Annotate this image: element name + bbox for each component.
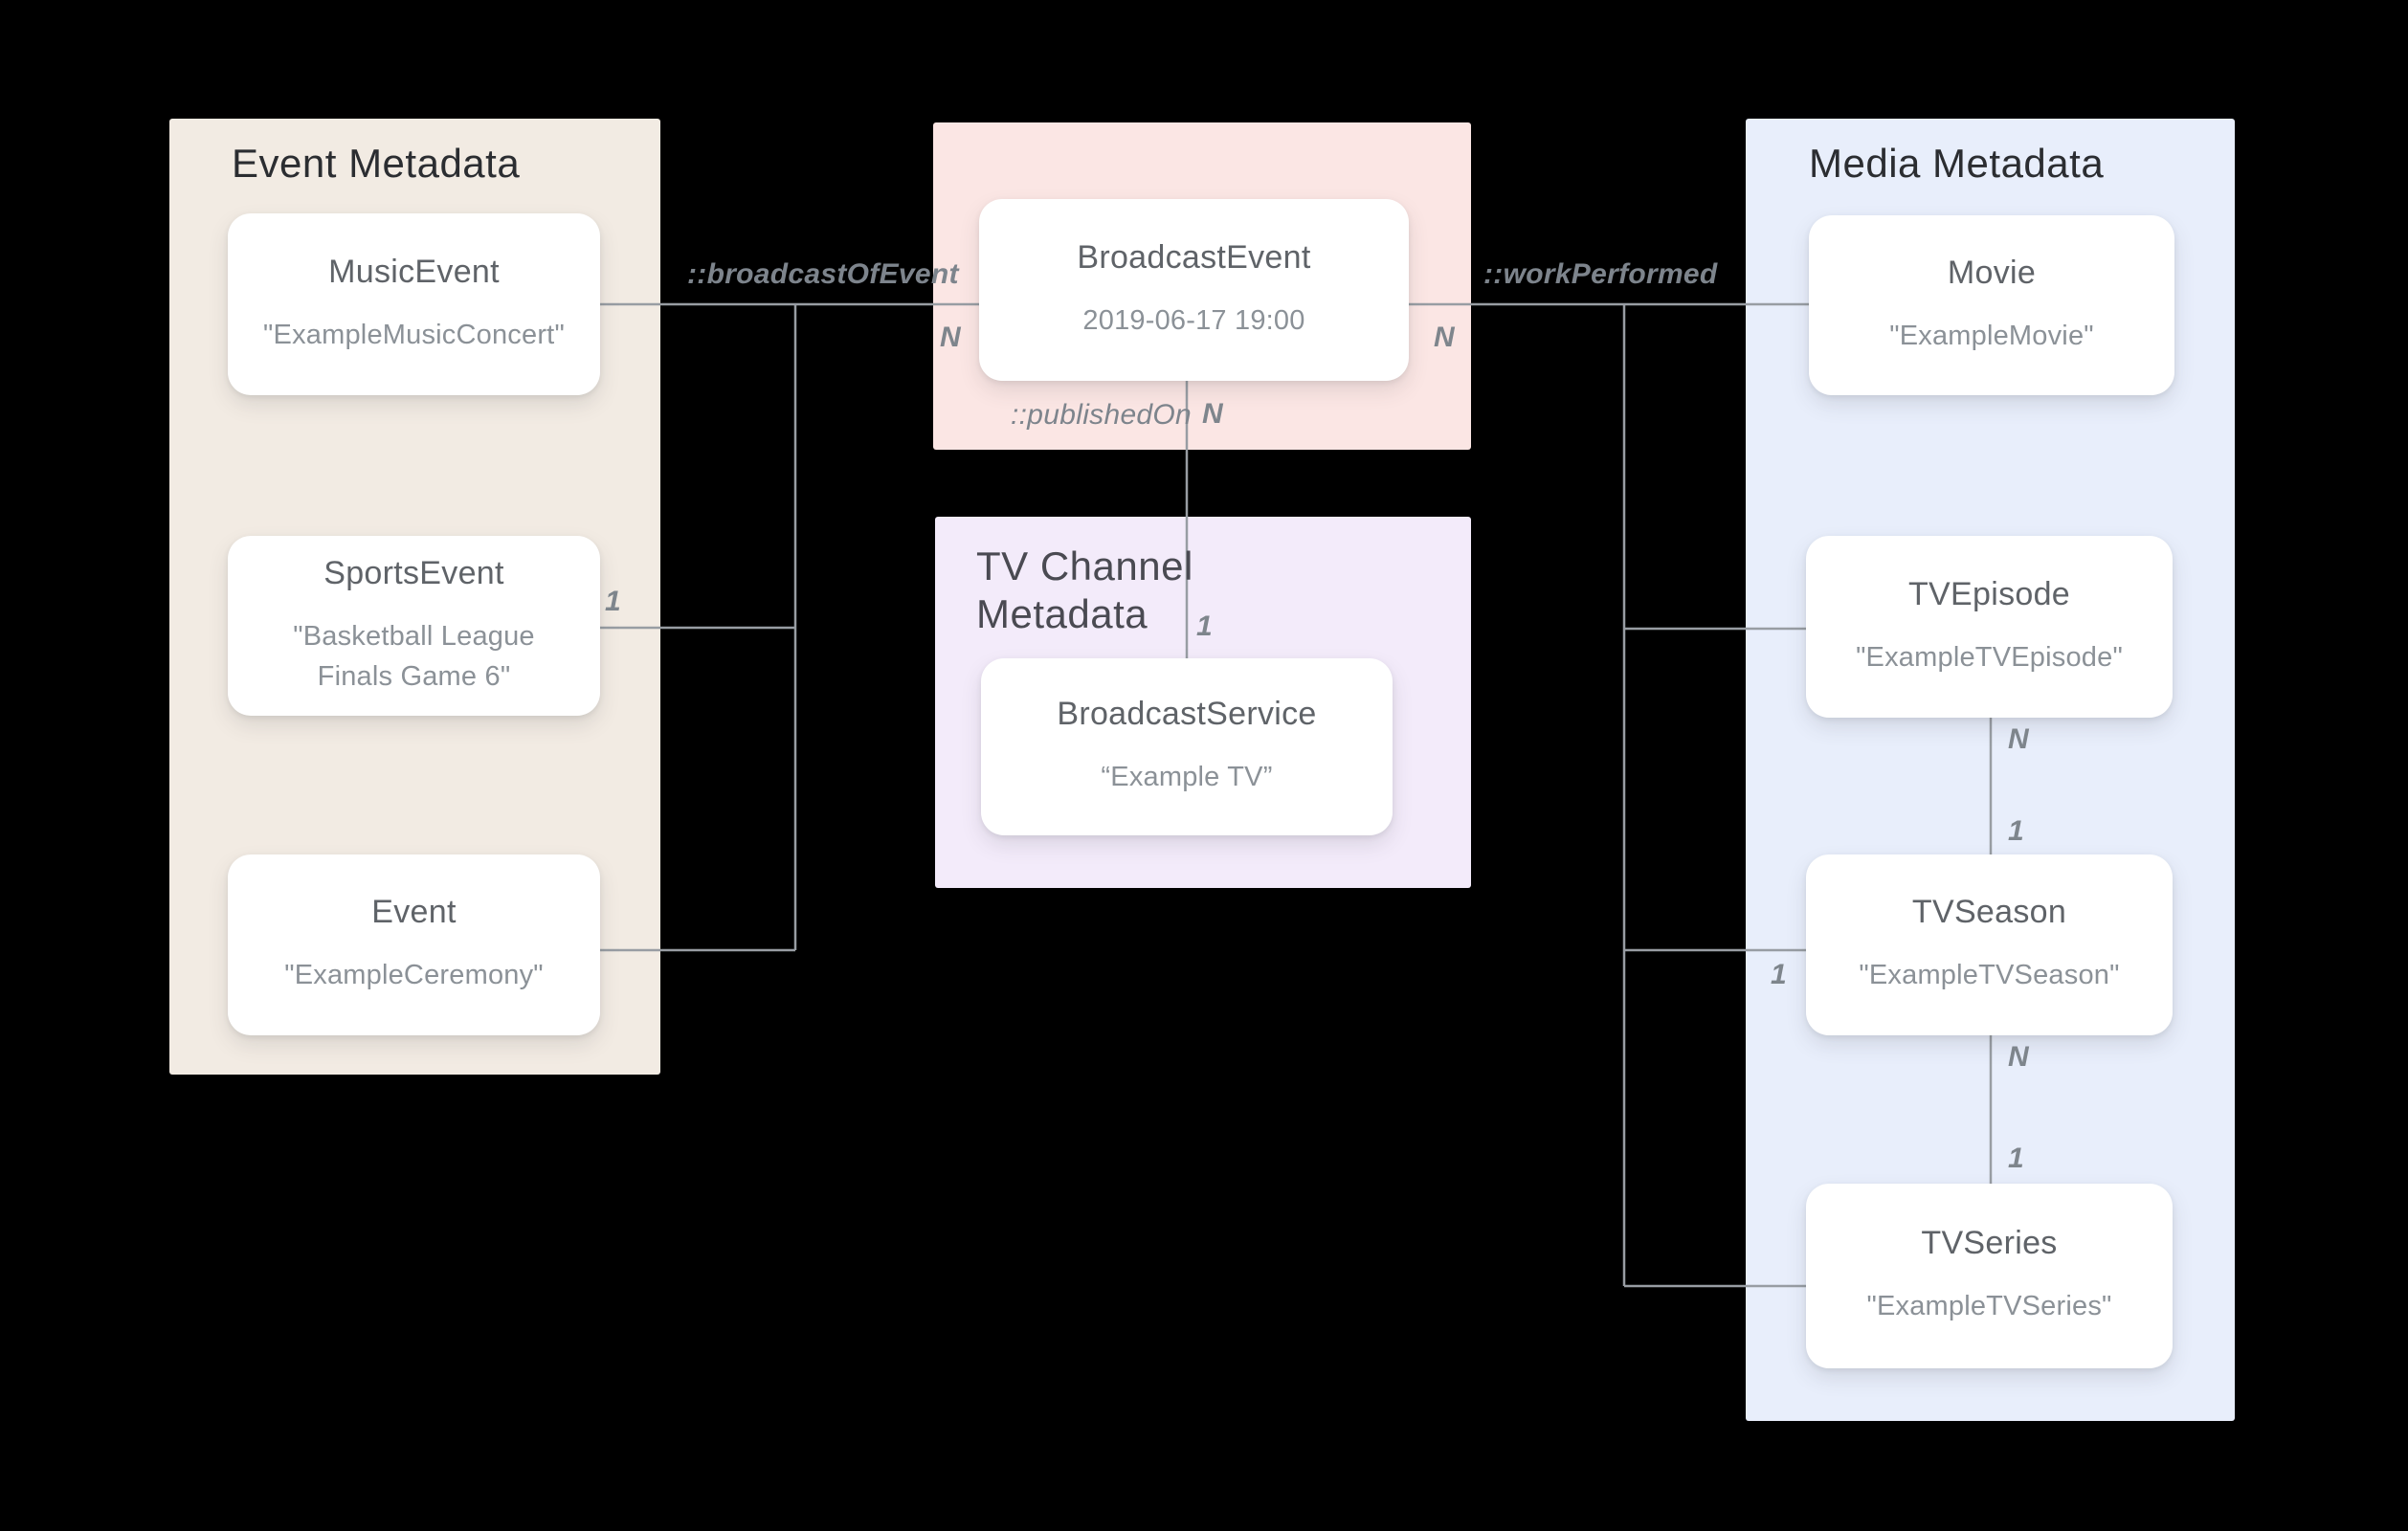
card-broadcastevent-subtitle: 2019-06-17 19:00 bbox=[1082, 304, 1305, 336]
cardinality-season-series-1: 1 bbox=[2008, 1143, 2024, 1174]
card-tvseries-subtitle: "ExampleTVSeries" bbox=[1866, 1291, 2112, 1322]
card-sportsevent-title: SportsEvent bbox=[323, 555, 504, 592]
card-sportsevent: SportsEvent "Basketball League Finals Ga… bbox=[228, 536, 600, 716]
card-tvseries-title: TVSeries bbox=[1921, 1225, 2058, 1262]
card-broadcastservice-subtitle: “Example TV” bbox=[1101, 762, 1273, 793]
card-musicevent: MusicEvent "ExampleMusicConcert" bbox=[228, 213, 600, 395]
card-tvepisode-title: TVEpisode bbox=[1907, 575, 2070, 612]
cardinality-broadcast-right-n: N bbox=[1434, 322, 1455, 353]
card-event-title: Event bbox=[371, 894, 457, 931]
card-musicevent-subtitle: "ExampleMusicConcert" bbox=[263, 319, 565, 350]
card-musicevent-title: MusicEvent bbox=[328, 253, 500, 290]
panel-title-media-metadata: Media Metadata bbox=[1809, 141, 2105, 186]
panel-title-event-metadata: Event Metadata bbox=[232, 141, 521, 186]
panel-title-tv-channel-metadata: TV Channel Metadata bbox=[976, 544, 1193, 636]
card-tvseason-subtitle: "ExampleTVSeason" bbox=[1859, 960, 2120, 991]
card-sportsevent-subtitle: "Basketball League Finals Game 6" bbox=[293, 621, 535, 692]
card-movie: Movie "ExampleMovie" bbox=[1809, 215, 2174, 395]
card-tvseason: TVSeason "ExampleTVSeason" bbox=[1806, 854, 2173, 1035]
edge-label-broadcastofevent: ::broadcastOfEvent bbox=[687, 258, 959, 290]
card-movie-title: Movie bbox=[1947, 254, 2037, 291]
cardinality-tvseason-left-1: 1 bbox=[1771, 959, 1787, 990]
card-broadcastservice: BroadcastService “Example TV” bbox=[981, 658, 1393, 835]
card-tvepisode-subtitle: "ExampleTVEpisode" bbox=[1856, 641, 2123, 673]
cardinality-episode-season-1: 1 bbox=[2008, 815, 2024, 847]
card-movie-subtitle: "ExampleMovie" bbox=[1889, 320, 2094, 351]
card-broadcastevent-title: BroadcastEvent bbox=[1077, 238, 1311, 276]
card-event-subtitle: "ExampleCeremony" bbox=[284, 960, 544, 991]
edge-label-workperformed: ::workPerformed bbox=[1483, 258, 1718, 290]
cardinality-publishedon-1: 1 bbox=[1196, 610, 1213, 642]
cardinality-episode-season-n: N bbox=[2008, 723, 2029, 755]
card-tvseason-title: TVSeason bbox=[1911, 894, 2067, 931]
cardinality-broadcast-left-n: N bbox=[940, 322, 961, 353]
cardinality-season-series-n: N bbox=[2008, 1041, 2029, 1073]
card-broadcastservice-title: BroadcastService bbox=[1057, 696, 1317, 733]
cardinality-sportsevent-1: 1 bbox=[605, 586, 621, 617]
cardinality-publishedon-n: N bbox=[1202, 398, 1223, 430]
card-tvepisode: TVEpisode "ExampleTVEpisode" bbox=[1806, 536, 2173, 718]
card-tvseries: TVSeries "ExampleTVSeries" bbox=[1806, 1184, 2173, 1368]
card-broadcastevent: BroadcastEvent 2019-06-17 19:00 bbox=[979, 199, 1409, 381]
edge-label-publishedon: ::publishedOn bbox=[1011, 399, 1193, 431]
card-event: Event "ExampleCeremony" bbox=[228, 854, 600, 1035]
